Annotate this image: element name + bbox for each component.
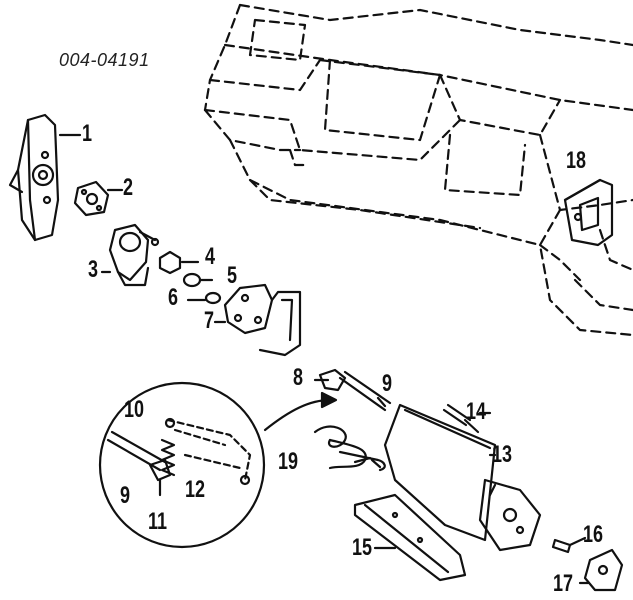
part-6-washer [186,291,222,305]
label-part-19: 19 [278,448,299,475]
label-part-15: 15 [352,534,373,561]
inset-label-12: 12 [185,476,206,503]
label-part-7: 7 [204,307,215,334]
label-part-2: 2 [123,174,134,201]
part-7-pivot-plate [213,283,302,357]
catalog-number: 004-04191 [59,50,150,70]
label-part-6: 6 [168,284,179,311]
part-4-nut [158,250,200,275]
part-9-rod [338,370,392,412]
part-2-gasket [73,180,124,217]
inset-label-11: 11 [148,508,168,535]
part-19-emblem [313,425,386,472]
part-1-housing [8,113,82,242]
part-16-screw [551,536,587,554]
inset-detail [98,381,266,549]
label-part-14: 14 [466,398,487,425]
label-part-9: 9 [382,370,393,397]
label-part-17: 17 [553,570,574,597]
label-part-5: 5 [227,262,238,289]
label-part-18: 18 [566,147,587,174]
vehicle-front-outline [203,3,633,337]
label-part-8: 8 [293,364,304,391]
part-17-bracket [578,548,624,592]
part-5-washer [182,272,214,288]
label-part-3: 3 [88,256,99,283]
leader-arrow [263,391,338,432]
label-part-16: 16 [583,521,604,548]
part-3-motor [100,223,160,287]
hinge-bracket [478,478,542,552]
part-15-trim [353,493,467,582]
inset-label-9: 9 [120,482,131,509]
part-14-bolt [442,403,492,434]
label-part-4: 4 [205,243,216,270]
label-part-1: 1 [82,120,93,147]
part-13-door [383,403,497,542]
label-part-13: 13 [492,441,513,468]
inset-label-10: 10 [124,396,145,423]
part-18-bracket [563,178,614,247]
part-8-clip [313,368,347,392]
